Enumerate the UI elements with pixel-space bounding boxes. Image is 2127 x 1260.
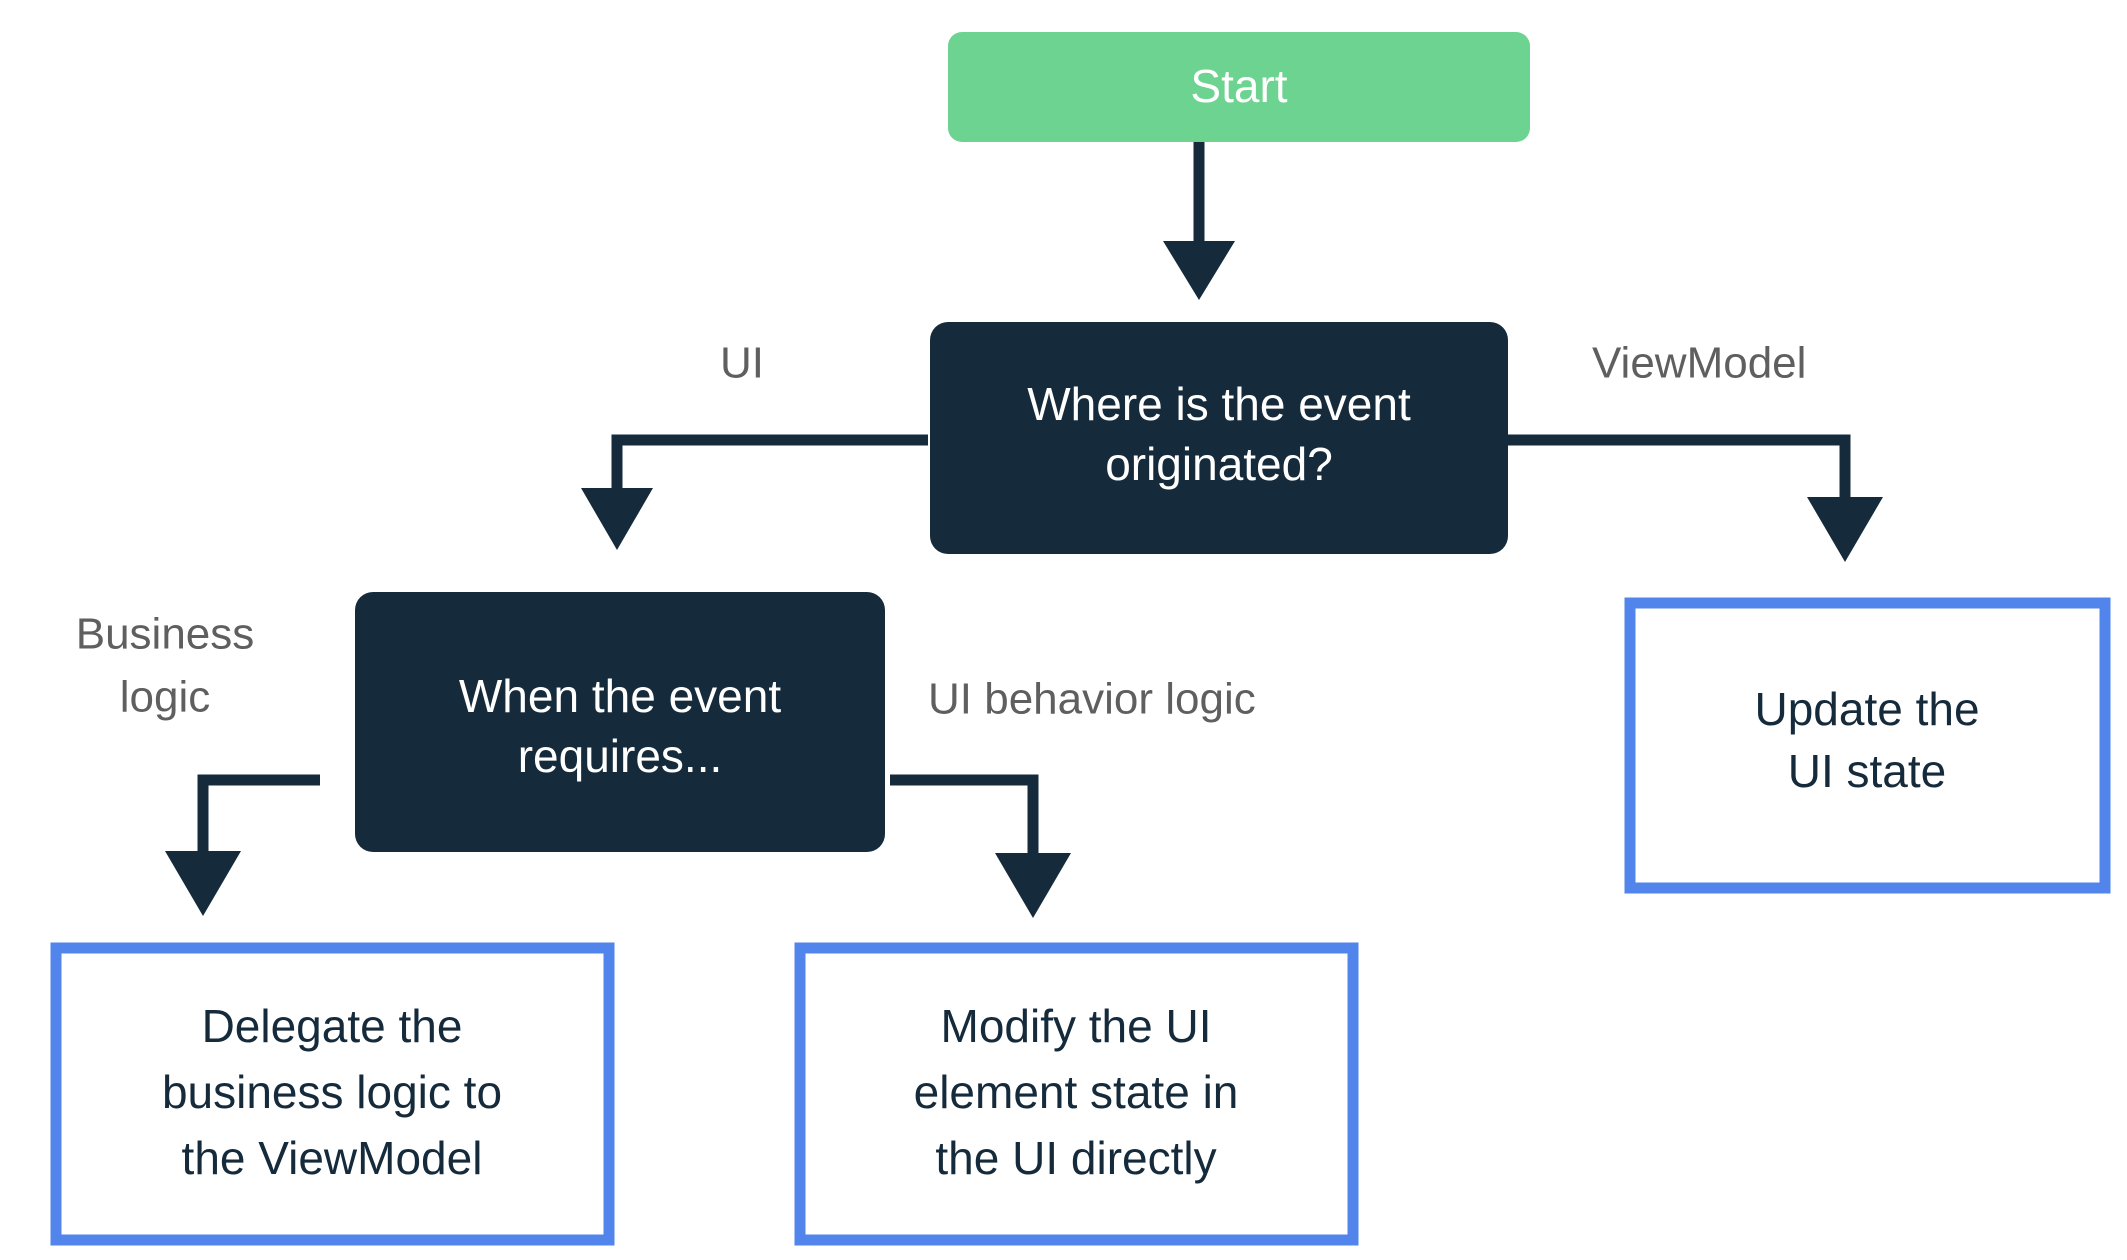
node-modify-ui-element-shape [794, 942, 1359, 1246]
node-where-originated-line1: Where is the event [1027, 378, 1411, 430]
node-delegate-business-logic-shape [50, 942, 615, 1246]
node-when-requires-line1: When the event [459, 670, 781, 722]
node-where-originated[interactable]: Where is the event originated? [930, 322, 1508, 554]
node-modify-ui-element-line3: the UI directly [935, 1132, 1216, 1184]
node-where-originated-line2: originated? [1105, 438, 1333, 490]
node-modify-ui-element-line1: Modify the UI [941, 1000, 1212, 1052]
node-update-ui-state-line1: Update the [1754, 683, 1979, 735]
node-when-requires[interactable]: When the event requires... [355, 592, 885, 852]
arrow-head-icon [1163, 241, 1235, 300]
connector-decision-to-when-requires [581, 434, 928, 550]
node-modify-ui-element[interactable]: Modify the UI element state in the UI di… [794, 942, 1359, 1246]
arrow-head-icon [1807, 497, 1883, 562]
connector-start-to-decision [1163, 140, 1235, 300]
edge-label-business-logic-line2: logic [120, 673, 211, 722]
edge-label-ui: UI [720, 339, 764, 388]
edge-label-ui-behavior-logic: UI behavior logic [928, 675, 1256, 724]
node-update-ui-state-line2: UI state [1788, 745, 1947, 797]
node-update-ui-state[interactable]: Update the UI state [1624, 597, 2111, 894]
arrow-head-icon [165, 851, 241, 916]
edge-label-viewmodel: ViewModel [1592, 339, 1806, 388]
node-delegate-business-logic[interactable]: Delegate the business logic to the ViewM… [50, 942, 615, 1246]
edge-label-business-logic-line1: Business [76, 610, 255, 659]
node-start-shape [948, 32, 1530, 142]
arrow-head-icon [581, 488, 653, 550]
node-modify-ui-element-line2: element state in [914, 1066, 1239, 1118]
node-start[interactable]: Start [948, 32, 1530, 142]
connector-when-requires-to-delegate [165, 774, 320, 916]
connector-decision-to-update-ui-state [1508, 434, 1883, 562]
connector-when-requires-to-modify [890, 774, 1071, 918]
node-when-requires-line2: requires... [518, 730, 723, 782]
node-delegate-business-logic-line1: Delegate the [202, 1000, 463, 1052]
node-start-label: Start [1190, 60, 1287, 112]
node-when-requires-shape [355, 592, 885, 852]
node-delegate-business-logic-line3: the ViewModel [182, 1132, 483, 1184]
node-update-ui-state-shape [1624, 597, 2111, 894]
node-delegate-business-logic-line2: business logic to [162, 1066, 502, 1118]
node-where-originated-shape [930, 322, 1508, 554]
arrow-head-icon [995, 853, 1071, 918]
